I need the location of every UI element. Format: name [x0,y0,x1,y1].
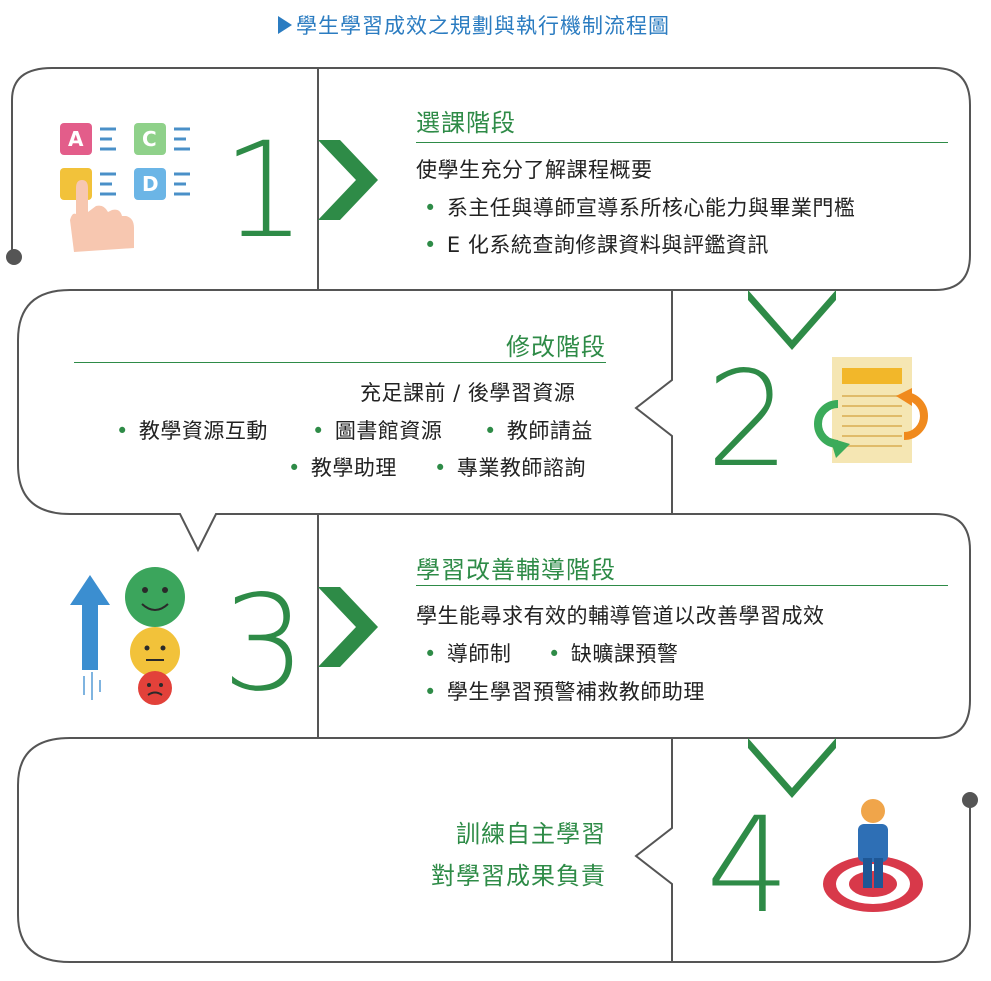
stage-2-item: •教學助理 [288,456,397,480]
svg-text:C: C [142,127,157,151]
stage-2-number: 2 [706,343,790,497]
person-on-target-icon [823,799,923,912]
stage-1-heading: 選課階段 [416,109,516,137]
mood-improvement-arrow-icon [70,567,185,705]
stage-2-item: •教學資源互動 [116,419,268,443]
stage-2-intro: 充足課前 / 後學習資源 [360,381,576,405]
page-title: 學生學習成效之規劃與執行機制流程圖 [278,10,670,40]
abcd-selection-hand-icon: A CD [60,123,190,252]
chevron-right-icon [318,587,378,667]
stage-2-item: •圖書館資源 [312,419,443,443]
svg-text:A: A [68,127,84,151]
stage-2-item: •教師請益 [484,419,593,443]
stage-3-rule [416,585,948,586]
stage-3-intro: 學生能尋求有效的輔導管道以改善學習成效 [416,604,825,628]
stage-2-item: •專業教師諮詢 [434,456,586,480]
stage-1-outline [11,67,971,291]
stage-2-rule [74,362,606,363]
stage-1-number: 1 [222,114,306,268]
stage-4-pointer [634,738,673,962]
end-dot [962,792,978,808]
svg-text:D: D [142,172,159,196]
stage-3-number: 3 [222,567,306,721]
stage-1-intro: 使學生充分了解課程概要 [416,158,653,182]
start-dot [6,249,22,265]
stage-4-number: 4 [706,789,790,943]
stage-1-rule [416,142,948,143]
chevron-down-icon [748,290,836,350]
stage-4-line-1: 訓練自主學習 [456,820,606,848]
stage-2-heading: 修改階段 [506,333,606,361]
stage-1-item: •E 化系統查詢修課資料與評鑑資訊 [424,233,769,257]
stage-3-item: •缺曠課預警 [548,642,679,666]
play-triangle-icon [278,16,292,34]
chevron-right-icon [318,140,378,220]
stage-3-heading: 學習改善輔導階段 [416,556,616,584]
document-revision-icon [814,357,928,463]
stage-4-line-2: 對學習成果負責 [431,862,606,890]
stage-1-item: •系主任與導師宣導系所核心能力與畢業門檻 [424,196,856,220]
stage-3-item: •學生學習預警補救教師助理 [424,680,705,704]
stage-3-item: •導師制 [424,642,512,666]
stage-2-outline [17,289,971,963]
stage-2-pointer [634,290,673,514]
